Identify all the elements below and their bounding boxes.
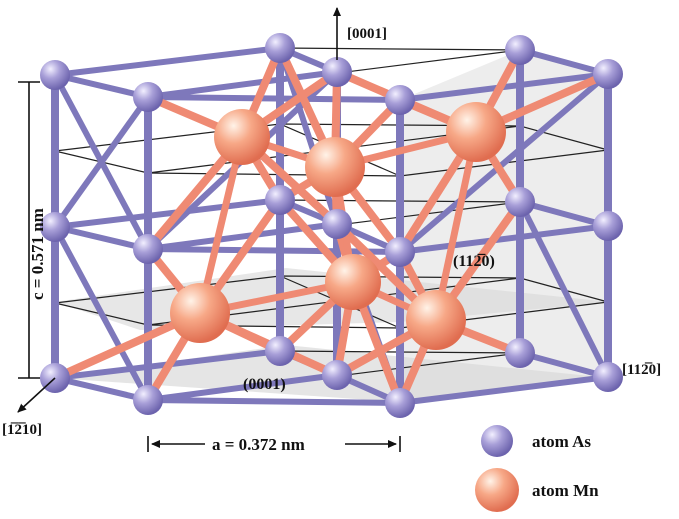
as-diagonal-bond bbox=[52, 95, 151, 229]
as-atom bbox=[322, 360, 352, 390]
c-dimension-label: c = 0.571 nm bbox=[28, 208, 47, 300]
as-atom bbox=[593, 59, 623, 89]
plane-label-11-20: (112̅0) bbox=[453, 252, 495, 270]
as-as-bond bbox=[519, 47, 609, 77]
plane-label-0001: (0001) bbox=[243, 376, 286, 393]
legend-as-label: atom As bbox=[532, 432, 591, 451]
mn-atom bbox=[325, 254, 381, 310]
as-atom bbox=[505, 187, 535, 217]
as-as-bond bbox=[519, 350, 609, 380]
as-as-bond bbox=[519, 199, 609, 229]
as-atom bbox=[322, 57, 352, 87]
as-as-bond bbox=[54, 45, 281, 78]
mn-atom bbox=[406, 290, 466, 350]
as-atom bbox=[385, 388, 415, 418]
as-atom bbox=[133, 234, 163, 264]
legend-mn-label: atom Mn bbox=[532, 481, 599, 500]
as-atom bbox=[593, 362, 623, 392]
as-atom bbox=[40, 212, 70, 242]
legend-as-atom-icon bbox=[481, 425, 513, 457]
as-as-bond bbox=[54, 197, 281, 230]
mn-mn-bond bbox=[196, 136, 246, 314]
as-as-bond bbox=[54, 72, 149, 100]
axis-label-0001: [0001] bbox=[347, 26, 387, 42]
as-as-bond bbox=[147, 69, 338, 100]
as-diagonal-bond bbox=[517, 200, 611, 379]
mn-atom bbox=[305, 137, 365, 197]
as-diagonal-bond bbox=[52, 225, 151, 402]
labels: [0001] [1̅2̅10] [112̅0] (0001) (112̅0) c… bbox=[2, 26, 661, 454]
mn-atom bbox=[170, 283, 230, 343]
axes bbox=[17, 7, 401, 452]
as-as-bond bbox=[399, 223, 609, 255]
as-atom bbox=[265, 336, 295, 366]
as-as-bond bbox=[147, 397, 401, 406]
as-as-bond bbox=[54, 224, 149, 252]
mn-atom bbox=[214, 109, 270, 165]
mn-atom bbox=[446, 102, 506, 162]
axis-1-210-arrow bbox=[17, 377, 56, 413]
as-diagonal-bond bbox=[398, 71, 610, 255]
atoms bbox=[40, 33, 623, 418]
as-atom bbox=[385, 237, 415, 267]
as-atom bbox=[505, 338, 535, 368]
legend-mn-atom-icon bbox=[475, 468, 519, 512]
mn-mn-bond bbox=[432, 131, 480, 321]
as-as-bond bbox=[147, 372, 338, 403]
a-dimension-label: a = 0.372 nm bbox=[212, 435, 305, 454]
as-atom bbox=[133, 385, 163, 415]
axis-label-11-20: [112̅0] bbox=[622, 362, 661, 378]
as-atom bbox=[505, 35, 535, 65]
as-atom bbox=[40, 60, 70, 90]
legend: atom As atom Mn bbox=[475, 425, 599, 512]
as-atom bbox=[265, 185, 295, 215]
axis-label-1-210: [1̅2̅10] bbox=[2, 422, 42, 438]
as-atom bbox=[133, 82, 163, 112]
as-atom bbox=[593, 211, 623, 241]
as-atom bbox=[265, 33, 295, 63]
as-as-bond bbox=[54, 375, 149, 403]
as-as-bond bbox=[147, 246, 401, 255]
as-atom bbox=[385, 85, 415, 115]
as-atom bbox=[322, 209, 352, 239]
as-as-bond bbox=[399, 374, 609, 406]
as-as-bond bbox=[147, 94, 401, 103]
